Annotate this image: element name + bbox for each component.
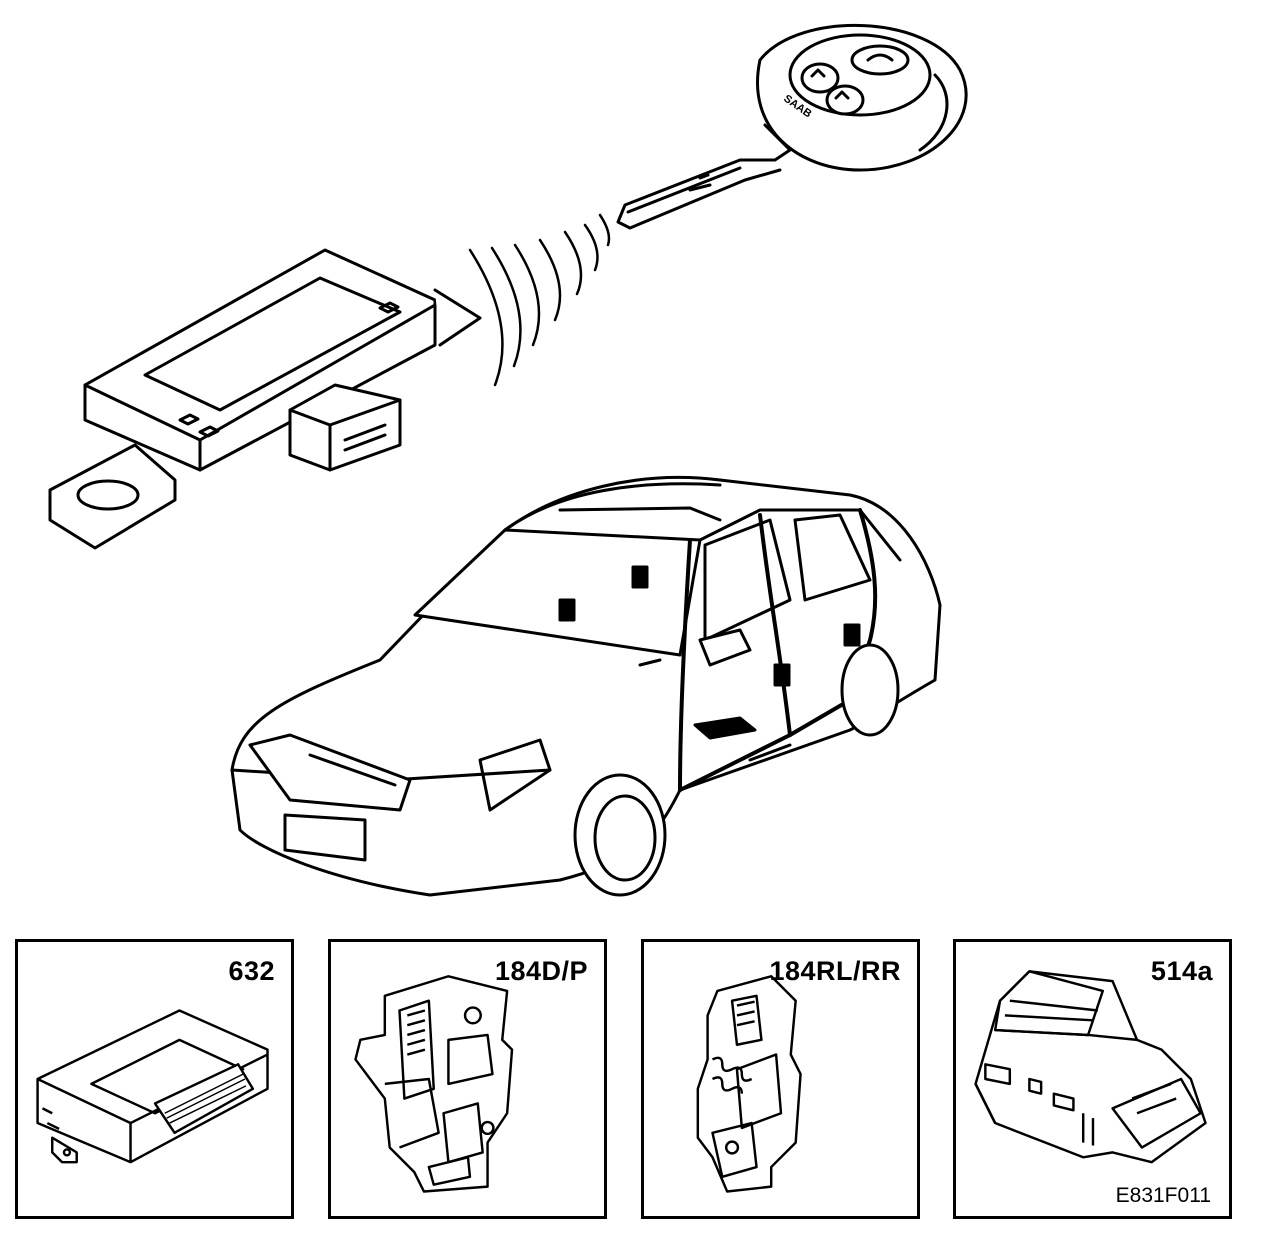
figure-code: E831F011 [1115, 1184, 1211, 1207]
component-panel-184rlrr: 184RL/RR [641, 939, 920, 1219]
component-panel-514a: 514a E831F011 [953, 939, 1232, 1219]
rear-door-lock-icon [696, 975, 802, 1193]
receiver-module-icon [48, 248, 482, 550]
switch-icon [974, 970, 1207, 1164]
panel-label: 514a [1150, 956, 1213, 986]
car-icon [230, 475, 942, 897]
panel-label: 184D/P [494, 956, 588, 986]
overview-illustration: SAAB [48, 23, 968, 897]
panel-label: 632 [228, 956, 275, 986]
remote-key-icon: SAAB [616, 23, 968, 230]
control-unit-icon [36, 1009, 269, 1164]
panel-label: 184RL/RR [769, 956, 901, 986]
signal-waves-icon [468, 213, 611, 387]
component-panel-184dp: 184D/P [328, 939, 607, 1219]
component-panel-632: 632 [15, 939, 294, 1219]
front-door-lock-icon [354, 975, 514, 1193]
